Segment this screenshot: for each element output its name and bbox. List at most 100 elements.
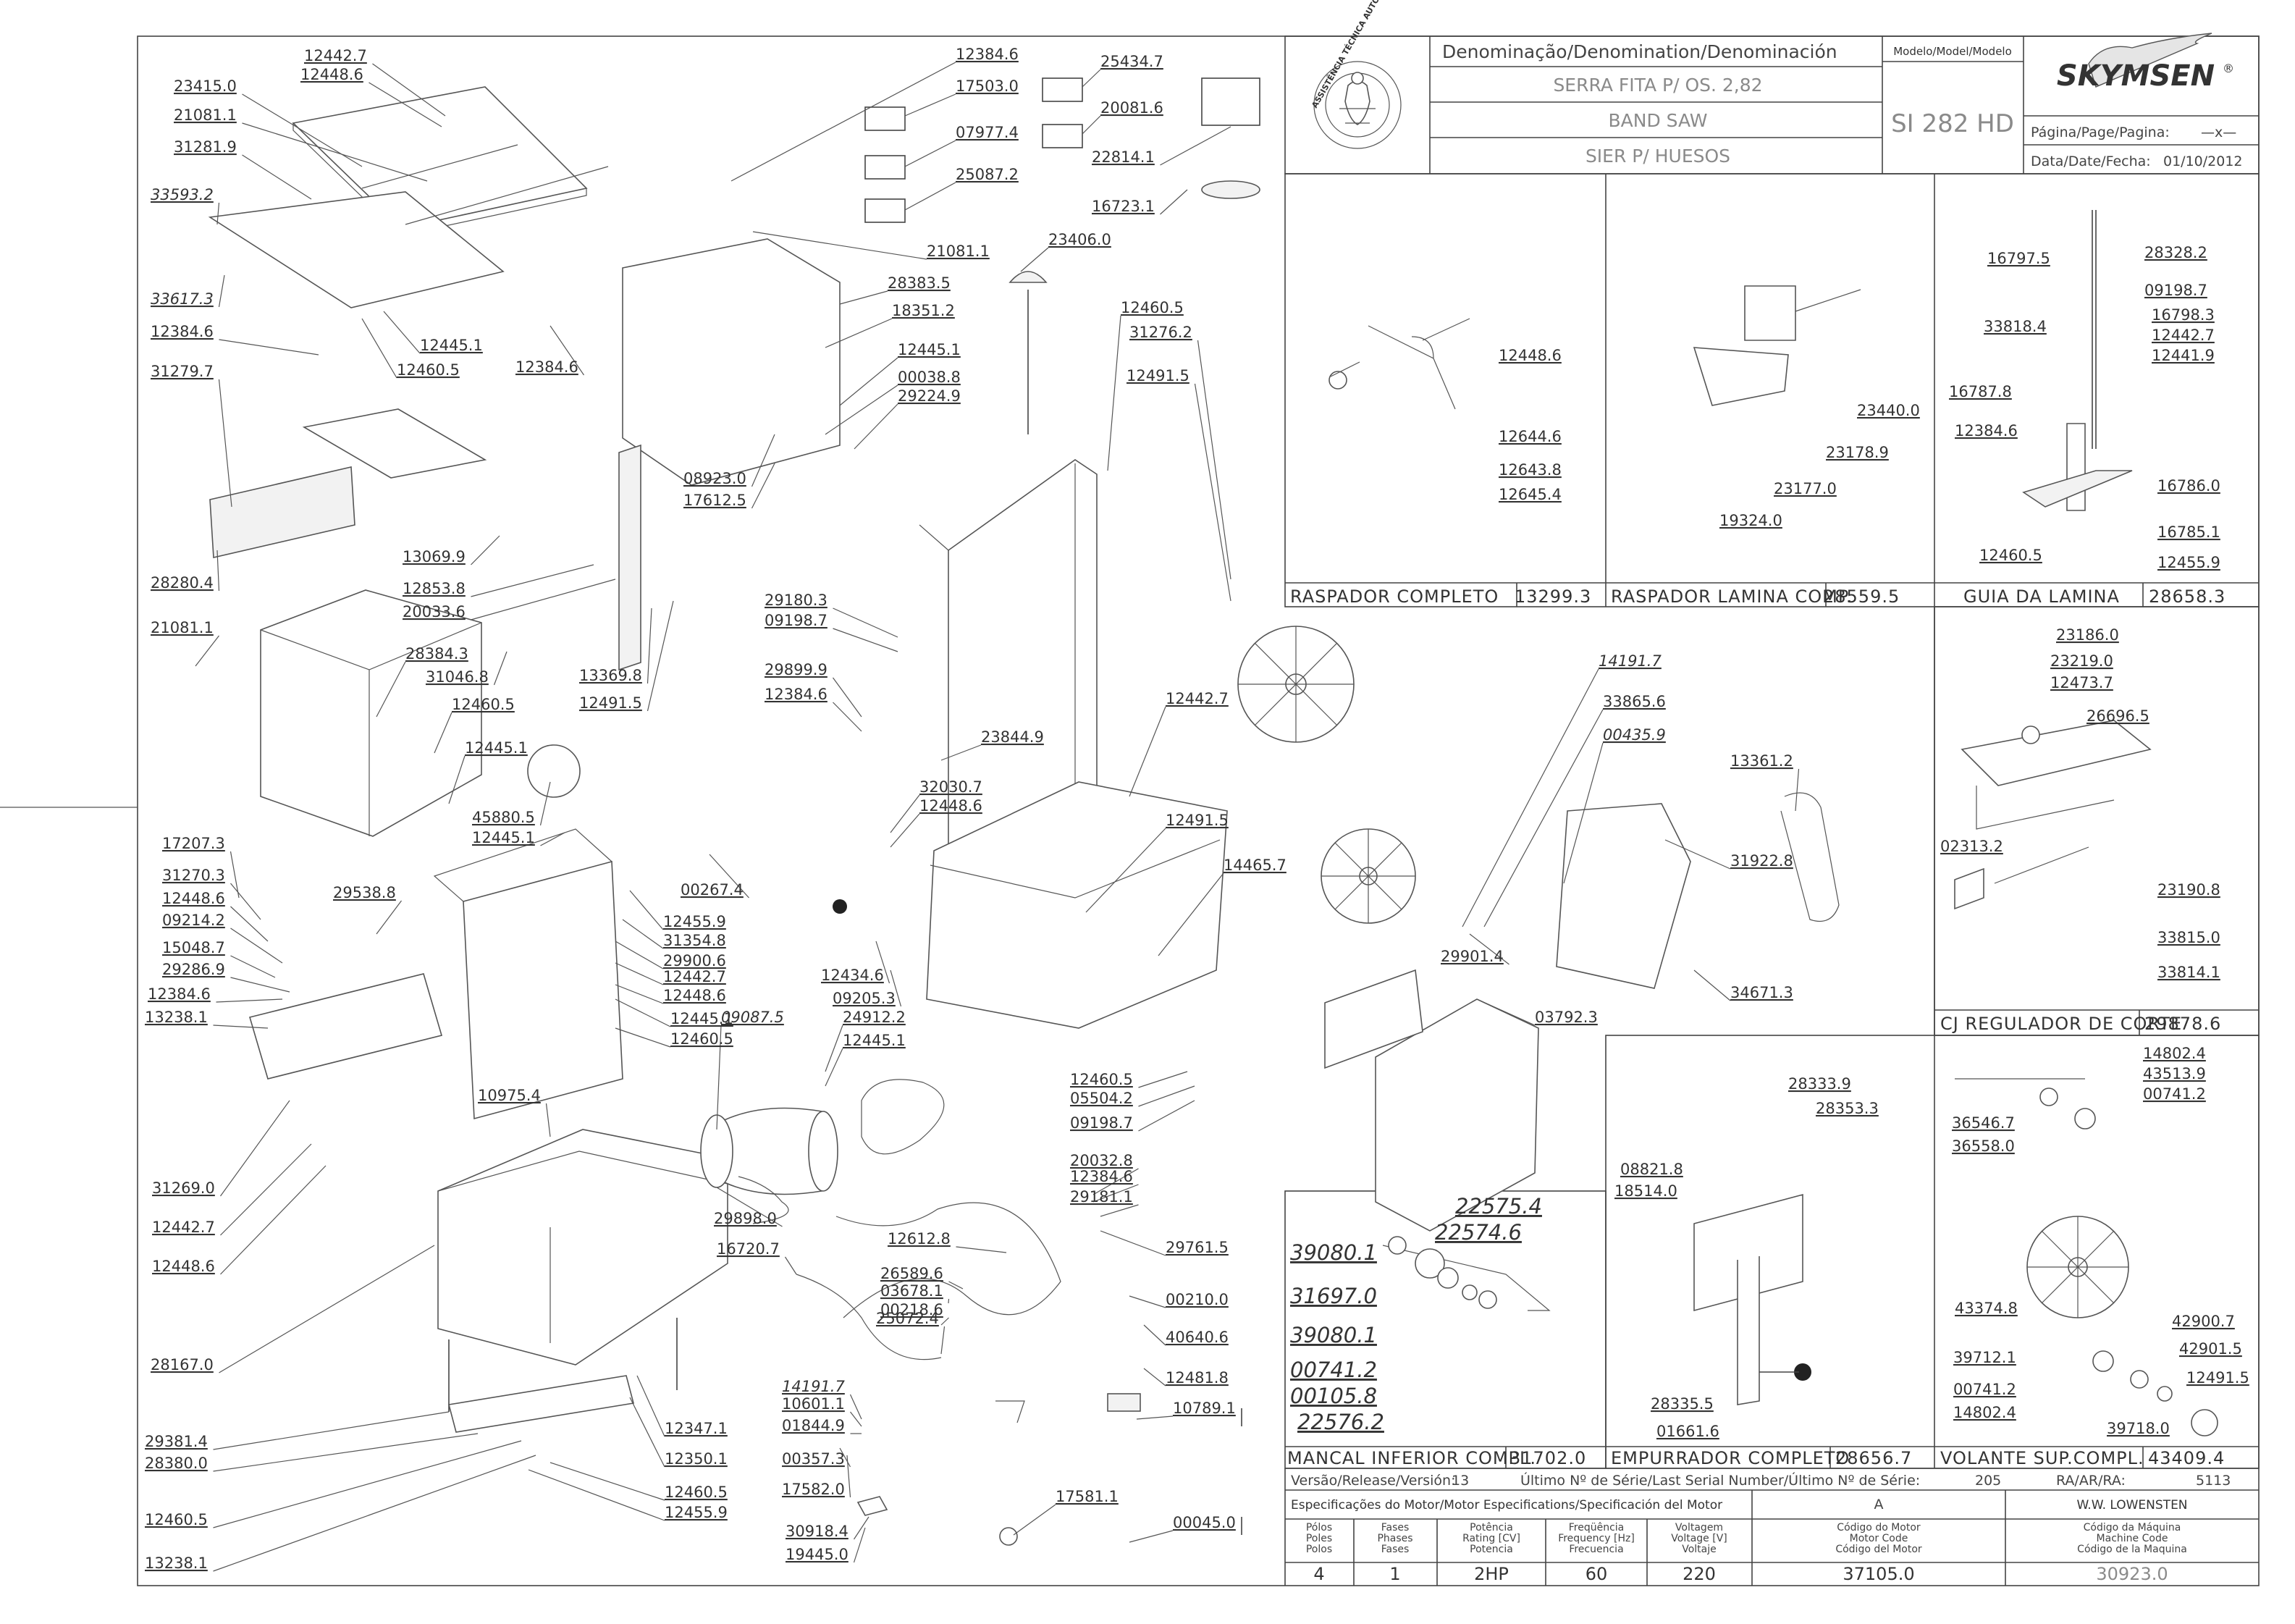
inset-volante-label: 00741.2 [2143, 1085, 2206, 1103]
inset-guia-label: 16797.5 [1987, 250, 2050, 267]
part-number-label: 31354.8 [663, 932, 726, 949]
part-number-label: 17503.0 [956, 77, 1019, 95]
leader-line [833, 702, 862, 732]
part-number-label: 12442.7 [304, 47, 367, 64]
version-label: Versão/Release/Versión: [1291, 1473, 1456, 1489]
leader-line [230, 977, 290, 993]
part-number-label: 29538.8 [333, 884, 396, 901]
part-number-label: 10601.1 [782, 1395, 845, 1413]
part-number-label: 28167.0 [151, 1356, 214, 1373]
part-number-label: 17207.3 [162, 835, 225, 852]
part-number-label: 12434.6 [821, 967, 884, 984]
motor-spec-label: Phases [1377, 1533, 1412, 1544]
part-number-label: 29381.4 [145, 1433, 208, 1450]
leader-line [615, 962, 664, 985]
part-number-label: 12384.6 [1070, 1168, 1133, 1185]
leader-line [1693, 969, 1731, 1001]
leader-line [230, 851, 240, 899]
leader-line [230, 955, 276, 978]
part-number-label: 12384.6 [956, 46, 1019, 63]
leader-line [1160, 189, 1188, 215]
motor-spec-value: 30923.0 [2096, 1564, 2168, 1584]
motor-spec-value: 220 [1683, 1564, 1716, 1584]
part-number-label: 12445.1 [420, 337, 483, 354]
inset-volante-label: 12491.5 [2186, 1369, 2249, 1387]
inset-regulador-label: 23186.0 [2056, 626, 2119, 644]
inset-guia-label: 16785.1 [2157, 523, 2220, 541]
leader-line [376, 661, 406, 718]
inset-volante-label: 36558.0 [1952, 1137, 2015, 1155]
leader-line [1197, 340, 1231, 580]
leader-line [825, 384, 898, 435]
part-number-label: 20033.6 [403, 603, 466, 620]
leader-line [833, 677, 862, 718]
inset-regulador-label: 33815.0 [2157, 929, 2220, 946]
inset-guia-label: 33818.4 [1984, 318, 2047, 335]
inset-title: CJ REGULADOR DE CORTE [1940, 1014, 2182, 1034]
motor-spec-label: Pólos [1306, 1522, 1332, 1533]
leader-line [1138, 1100, 1195, 1132]
part-number-label: 12347.1 [665, 1420, 728, 1437]
inset-code: 29878.6 [2144, 1014, 2221, 1034]
leader-line [751, 463, 775, 509]
leader-line [839, 290, 888, 305]
leader-line [1107, 315, 1121, 471]
inset-code: 31702.0 [1509, 1448, 1586, 1468]
inset-guia-label: 16798.3 [2152, 306, 2215, 324]
motor-spec-value: 2HP [1474, 1564, 1509, 1584]
inset-empurrador-label: 01661.6 [1656, 1423, 1719, 1440]
part-number-label: 29898.0 [714, 1210, 777, 1227]
leader-line [948, 1281, 964, 1289]
leader-line [850, 1411, 862, 1427]
inset-guia-label: 12441.9 [2152, 347, 2215, 364]
date-label: Data/Date/Fecha: [2031, 153, 2151, 169]
part-number-label: 23406.0 [1048, 231, 1111, 248]
part-number-label: 29224.9 [898, 387, 961, 405]
leader-line [904, 140, 956, 167]
motor-spec-label: Rating [CV] [1462, 1533, 1520, 1544]
leader-line [839, 1447, 851, 1468]
footer-block [1284, 1468, 2259, 1586]
leader-line [890, 813, 920, 848]
leader-line [854, 403, 898, 450]
inset-mancal-label: 00105.8 [1290, 1384, 1377, 1408]
part-number-label: 25087.2 [956, 166, 1019, 183]
part-number-label: 12460.5 [1121, 299, 1184, 316]
inset-raspador-lamina-label: 19324.0 [1719, 512, 1782, 529]
leader-line [242, 122, 428, 182]
part-number-label: 31922.8 [1730, 852, 1793, 870]
inset-frames [1284, 173, 2260, 1469]
leader-line [1138, 1085, 1195, 1107]
leader-line [1129, 706, 1166, 797]
serial-value: 205 [1975, 1473, 2001, 1489]
part-number-label: 08923.0 [683, 470, 746, 487]
leader-line [213, 1025, 269, 1029]
part-number-label: 00218.6 [880, 1301, 943, 1318]
part-number-label: 12445.1 [465, 739, 528, 757]
inset-raspador-lamina-label: 23440.0 [1857, 402, 1920, 419]
part-number-label: 13069.9 [403, 548, 466, 565]
part-number-label: 16720.7 [717, 1240, 780, 1258]
motor-spec-label: Motor Code [1850, 1533, 1908, 1544]
leader-line [1158, 872, 1224, 956]
leader-line [195, 635, 219, 667]
part-number-label: 17582.0 [782, 1481, 845, 1498]
part-number-label: 17612.5 [683, 492, 746, 509]
inset-raspador-label: 12448.6 [1499, 347, 1562, 364]
motor-col-lowensten: W.W. LOWENSTEN [2076, 1498, 2187, 1512]
leader-line [219, 1245, 435, 1373]
inset-regulador-label: 02313.2 [1940, 838, 2003, 855]
leader-line [1143, 1368, 1166, 1387]
part-number-label: 21081.1 [174, 106, 237, 124]
part-number-label: 28380.0 [145, 1455, 208, 1472]
part-number-label: 12445.1 [898, 341, 961, 358]
denomination-header: Denominação/Denomination/Denominación [1442, 41, 1837, 62]
part-number-label: 12442.7 [663, 968, 726, 985]
inset-empurrador-label: 28335.5 [1651, 1395, 1714, 1413]
part-number-label: 13238.1 [145, 1554, 208, 1572]
part-number-label: 12612.8 [888, 1230, 951, 1248]
leader-line [1100, 1204, 1139, 1217]
leader-line [471, 579, 616, 620]
leader-line [647, 607, 652, 684]
